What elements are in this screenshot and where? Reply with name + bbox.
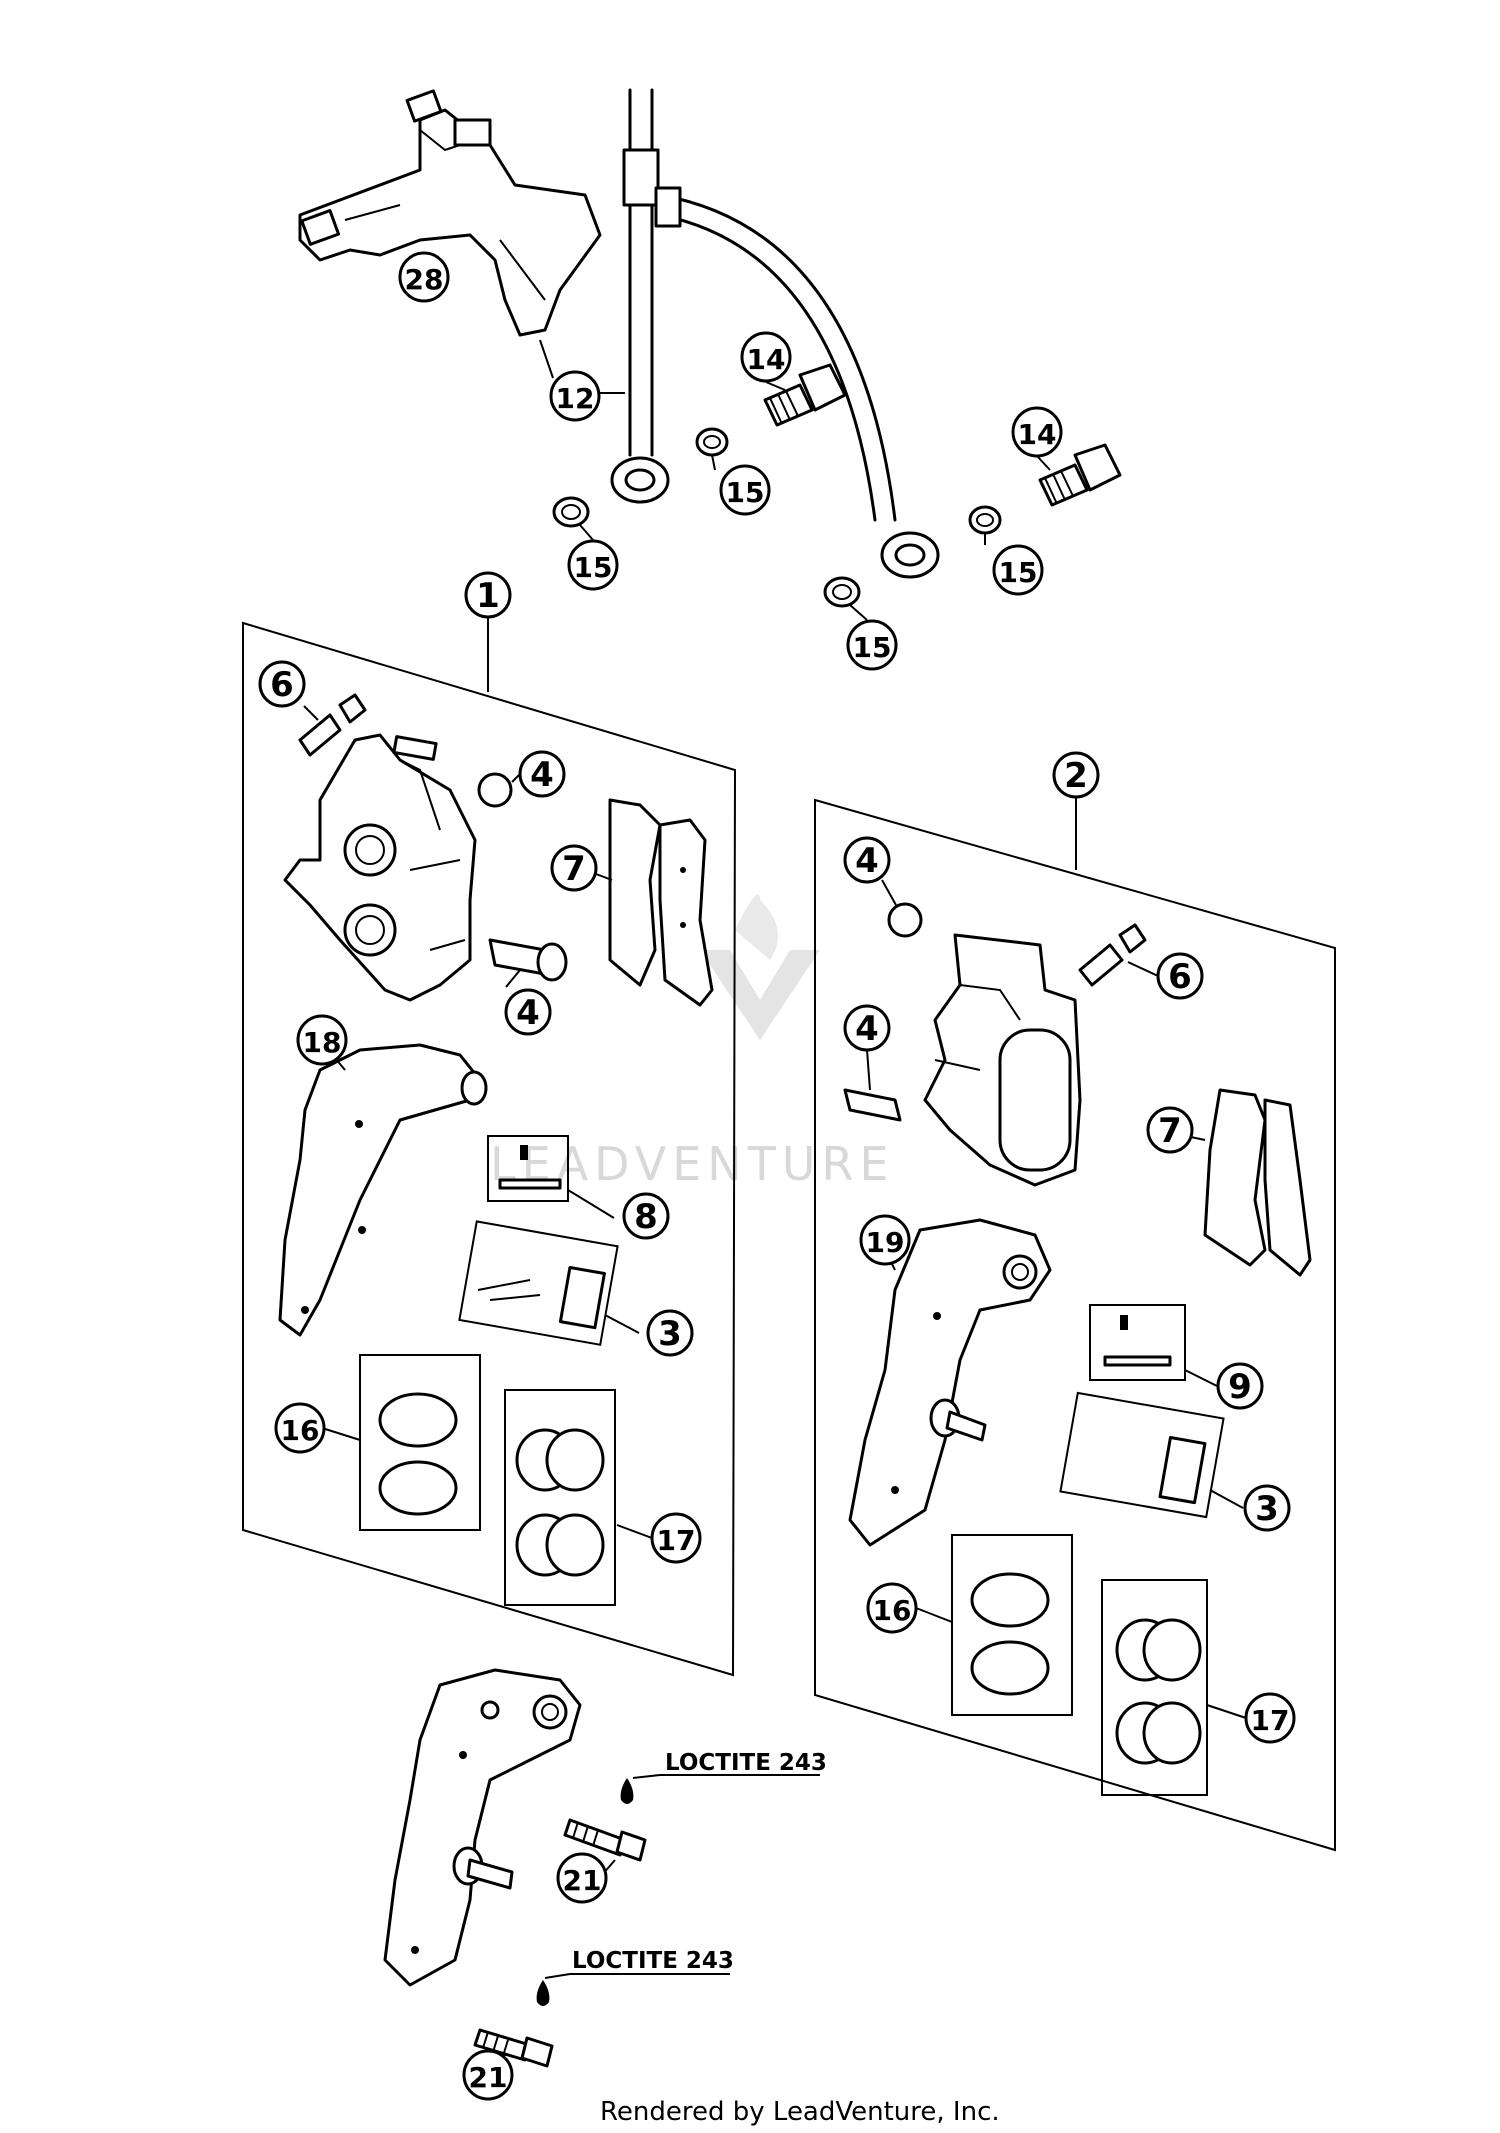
callout-15-b: 15 bbox=[567, 539, 619, 591]
svg-text:18: 18 bbox=[303, 1026, 342, 1059]
callout-3-right: 3 bbox=[1243, 1484, 1291, 1532]
svg-text:14: 14 bbox=[747, 343, 786, 376]
svg-text:7: 7 bbox=[562, 849, 586, 889]
svg-text:4: 4 bbox=[855, 841, 879, 881]
callout-6-left: 6 bbox=[258, 660, 306, 708]
footer-credit: Rendered by LeadVenture, Inc. bbox=[600, 2097, 1000, 2127]
svg-text:4: 4 bbox=[530, 755, 554, 795]
callout-17-right: 17 bbox=[1244, 1692, 1296, 1744]
callout-3-left: 3 bbox=[646, 1309, 694, 1357]
hose-guide-bracket bbox=[298, 89, 602, 337]
svg-text:15: 15 bbox=[999, 556, 1038, 589]
callout-16-right: 16 bbox=[866, 1582, 918, 1634]
svg-text:17: 17 bbox=[657, 1524, 696, 1557]
svg-text:3: 3 bbox=[658, 1314, 682, 1354]
callout-28: 28 bbox=[398, 251, 450, 303]
callout-6-right: 6 bbox=[1156, 952, 1204, 1000]
callout-4-d: 4 bbox=[843, 1004, 891, 1052]
callout-14-right: 14 bbox=[1011, 406, 1063, 458]
callout-19: 19 bbox=[859, 1214, 911, 1266]
svg-text:17: 17 bbox=[1251, 1704, 1290, 1737]
svg-text:4: 4 bbox=[855, 1009, 879, 1049]
caliper-panel-2 bbox=[814, 798, 1336, 1852]
loctite-note-bottom: LOCTITE 243 bbox=[572, 1948, 734, 1974]
callout-16-left: 16 bbox=[274, 1402, 326, 1454]
caliper-panel-1 bbox=[242, 621, 737, 1677]
svg-text:15: 15 bbox=[726, 476, 765, 509]
callout-2: 2 bbox=[1052, 751, 1100, 799]
svg-text:8: 8 bbox=[634, 1197, 658, 1237]
svg-text:3: 3 bbox=[1255, 1489, 1279, 1529]
svg-text:16: 16 bbox=[873, 1594, 912, 1627]
svg-text:15: 15 bbox=[574, 551, 613, 584]
callout-7-left: 7 bbox=[550, 844, 598, 892]
callout-4-c: 4 bbox=[843, 836, 891, 884]
callout-4-a: 4 bbox=[518, 750, 566, 798]
watermark: LEADVENTURE bbox=[490, 894, 889, 1191]
callout-17-left: 17 bbox=[650, 1512, 702, 1564]
callout-18: 18 bbox=[296, 1014, 348, 1066]
callout-9: 9 bbox=[1216, 1362, 1264, 1410]
callout-21-bottom: 21 bbox=[462, 2049, 514, 2101]
svg-text:21: 21 bbox=[469, 2061, 508, 2094]
svg-text:15: 15 bbox=[853, 631, 892, 664]
svg-text:4: 4 bbox=[516, 993, 540, 1033]
callout-8: 8 bbox=[622, 1192, 670, 1240]
callout-21-top: 21 bbox=[556, 1852, 608, 1904]
callout-14-left: 14 bbox=[740, 331, 792, 383]
brake-line-assembly bbox=[552, 88, 1122, 608]
svg-text:21: 21 bbox=[563, 1864, 602, 1897]
svg-text:19: 19 bbox=[866, 1226, 905, 1259]
svg-text:28: 28 bbox=[405, 263, 444, 296]
callout-12: 12 bbox=[549, 370, 601, 422]
svg-text:2: 2 bbox=[1064, 756, 1088, 796]
callout-4-b: 4 bbox=[504, 988, 552, 1036]
svg-text:9: 9 bbox=[1228, 1367, 1252, 1407]
svg-text:7: 7 bbox=[1158, 1111, 1182, 1151]
lower-caliper-bracket bbox=[383, 1668, 647, 2068]
svg-text:12: 12 bbox=[556, 382, 595, 415]
svg-text:6: 6 bbox=[270, 665, 294, 705]
svg-text:1: 1 bbox=[476, 576, 500, 616]
callout-7-right: 7 bbox=[1146, 1106, 1194, 1154]
svg-text:16: 16 bbox=[281, 1414, 320, 1447]
callout-15-c: 15 bbox=[992, 544, 1044, 596]
svg-text:14: 14 bbox=[1018, 418, 1057, 451]
loctite-note-top: LOCTITE 243 bbox=[665, 1750, 827, 1776]
callout-1: 1 bbox=[464, 571, 512, 619]
callout-15-d: 15 bbox=[846, 619, 898, 671]
svg-text:6: 6 bbox=[1168, 957, 1192, 997]
callouts: 1 2 28 12 14 14 15 15 15 15 6 4 4 7 18 8… bbox=[258, 251, 1296, 2101]
callout-15-a: 15 bbox=[719, 464, 771, 516]
